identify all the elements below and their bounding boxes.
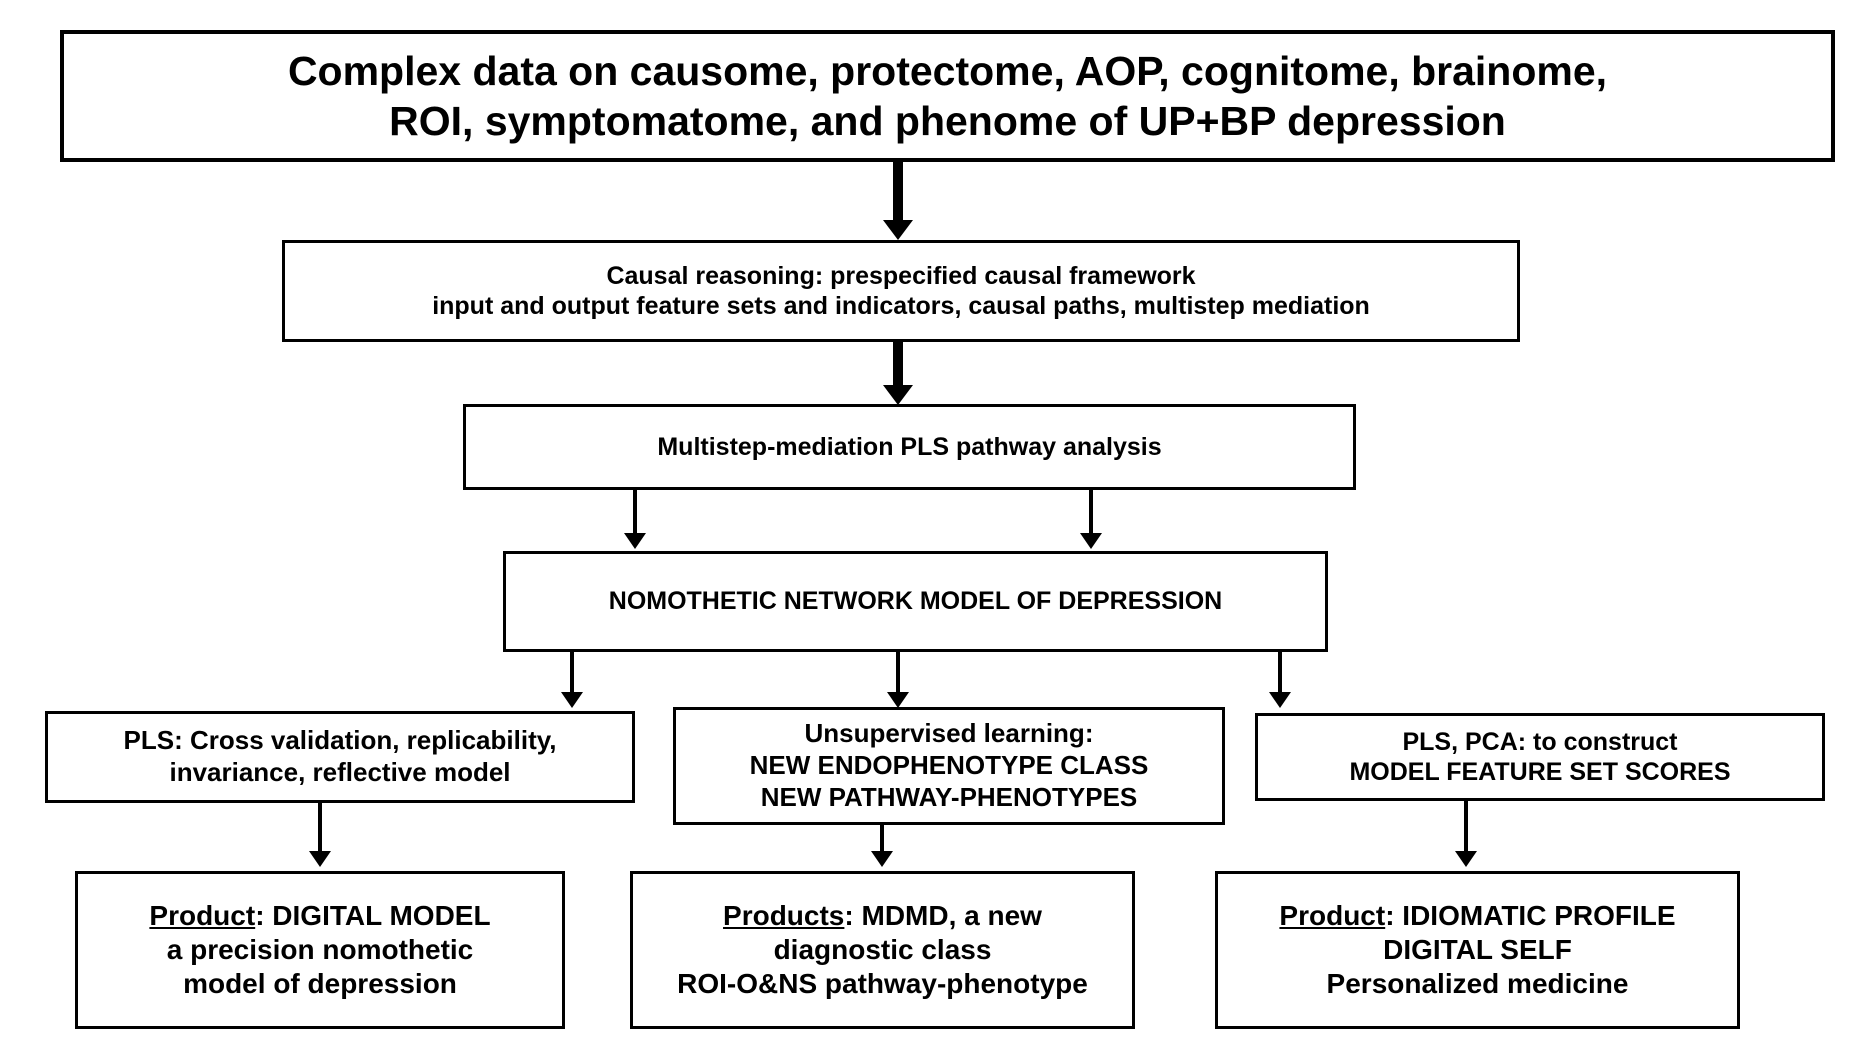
node-pls-pca-feature-scores-line-1: PLS, PCA: to construct bbox=[1402, 727, 1678, 756]
node-product-idiomatic-profile-label: Product bbox=[1279, 899, 1386, 931]
connector-nomothetic-to-pca bbox=[1278, 652, 1282, 694]
arrowhead-top-to-causal bbox=[883, 220, 913, 240]
node-unsupervised-learning-line-1: Unsupervised learning: bbox=[804, 718, 1094, 749]
node-pls-pca-feature-scores-line-2: MODEL FEATURE SET SCORES bbox=[1349, 758, 1731, 786]
connector-top-to-causal bbox=[893, 162, 903, 222]
node-product-idiomatic-profile-label-suffix: : IDIOMATIC PROFILE bbox=[1385, 899, 1676, 931]
connector-pca-to-product-right bbox=[1464, 801, 1468, 853]
node-product-digital-model-heading: Product: DIGITAL MODEL bbox=[149, 899, 490, 933]
node-complex-data: Complex data on causome, protectome, AOP… bbox=[60, 30, 1835, 162]
node-product-digital-model-line-2: model of depression bbox=[183, 968, 457, 1000]
node-product-digital-model-label-suffix: : DIGITAL MODEL bbox=[255, 899, 491, 931]
node-pls-pca-feature-scores: PLS, PCA: to construct MODEL FEATURE SET… bbox=[1255, 713, 1825, 801]
node-unsupervised-learning: Unsupervised learning: NEW ENDOPHENOTYPE… bbox=[673, 707, 1225, 825]
arrowhead-nomothetic-to-cv bbox=[561, 692, 583, 708]
node-product-digital-model-label: Product bbox=[149, 899, 256, 931]
arrowhead-causal-to-pls bbox=[883, 385, 913, 405]
node-products-mdmd-label-suffix: : MDMD, a new bbox=[844, 899, 1042, 931]
arrowhead-pca-to-product-right bbox=[1455, 851, 1477, 867]
node-nomothetic-network-model-line-1: NOMOTHETIC NETWORK MODEL OF DEPRESSION bbox=[608, 587, 1223, 616]
arrowhead-pls-to-nomothetic-left bbox=[624, 533, 646, 549]
node-products-mdmd-line-1: diagnostic class bbox=[773, 933, 992, 965]
connector-pls-to-nomothetic-right bbox=[1089, 490, 1093, 535]
node-product-idiomatic-profile: Product: IDIOMATIC PROFILE DIGITAL SELF … bbox=[1215, 871, 1740, 1029]
arrowhead-nomothetic-to-unsupervised bbox=[887, 692, 909, 708]
node-causal-reasoning-line-2: input and output feature sets and indica… bbox=[432, 292, 1370, 320]
connector-nomothetic-to-unsupervised bbox=[896, 652, 900, 694]
node-product-idiomatic-profile-line-1: DIGITAL SELF bbox=[1383, 933, 1572, 965]
node-unsupervised-learning-line-3: NEW PATHWAY-PHENOTYPES bbox=[760, 781, 1138, 812]
node-unsupervised-learning-line-2: NEW ENDOPHENOTYPE CLASS bbox=[749, 750, 1149, 781]
node-products-mdmd-label: Products bbox=[723, 899, 845, 931]
node-pls-cross-validation-line-1: PLS: Cross validation, replicability, bbox=[123, 725, 557, 756]
node-nomothetic-network-model: NOMOTHETIC NETWORK MODEL OF DEPRESSION bbox=[503, 551, 1328, 652]
node-complex-data-line-1: Complex data on causome, protectome, AOP… bbox=[287, 47, 1608, 94]
node-pls-cross-validation-line-2: invariance, reflective model bbox=[169, 757, 511, 787]
node-products-mdmd-heading: Products: MDMD, a new bbox=[723, 899, 1042, 933]
node-causal-reasoning: Causal reasoning: prespecified causal fr… bbox=[282, 240, 1520, 342]
arrowhead-unsupervised-to-product-mid bbox=[871, 851, 893, 867]
node-products-mdmd-line-2: ROI-O&NS pathway-phenotype bbox=[677, 968, 1088, 1000]
node-pls-pathway-analysis-line-1: Multistep-mediation PLS pathway analysis bbox=[657, 432, 1162, 461]
connector-cv-to-product-left bbox=[318, 803, 322, 853]
node-product-digital-model-line-1: a precision nomothetic bbox=[166, 933, 474, 965]
connector-causal-to-pls bbox=[893, 342, 903, 387]
arrowhead-nomothetic-to-pca bbox=[1269, 692, 1291, 708]
node-pls-pathway-analysis: Multistep-mediation PLS pathway analysis bbox=[463, 404, 1356, 490]
connector-unsupervised-to-product-mid bbox=[880, 825, 884, 853]
node-product-idiomatic-profile-line-2: Personalized medicine bbox=[1326, 968, 1629, 1000]
arrowhead-pls-to-nomothetic-right bbox=[1080, 533, 1102, 549]
arrowhead-cv-to-product-left bbox=[309, 851, 331, 867]
node-complex-data-line-2: ROI, symptomatome, and phenome of UP+BP … bbox=[389, 98, 1506, 144]
node-product-idiomatic-profile-heading: Product: IDIOMATIC PROFILE bbox=[1279, 899, 1675, 933]
connector-nomothetic-to-cv bbox=[570, 652, 574, 694]
node-product-digital-model: Product: DIGITAL MODEL a precision nomot… bbox=[75, 871, 565, 1029]
node-products-mdmd: Products: MDMD, a new diagnostic class R… bbox=[630, 871, 1135, 1029]
node-pls-cross-validation: PLS: Cross validation, replicability, in… bbox=[45, 711, 635, 803]
node-causal-reasoning-line-1: Causal reasoning: prespecified causal fr… bbox=[606, 261, 1196, 290]
connector-pls-to-nomothetic-left bbox=[633, 490, 637, 535]
